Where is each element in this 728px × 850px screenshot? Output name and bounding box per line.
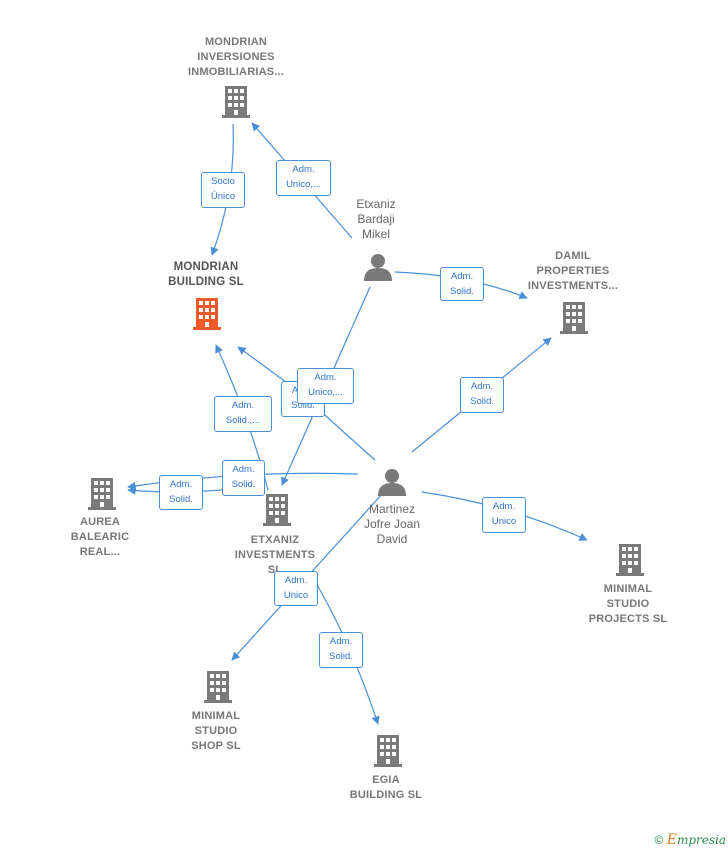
- person-icon: [378, 469, 406, 496]
- edge-label-adm-solid: Adm. Solid.: [440, 267, 484, 301]
- person-icon: [364, 254, 392, 281]
- copyright-icon: ©: [654, 833, 664, 847]
- edge-label-adm-unico: Adm. Unico: [274, 571, 318, 606]
- person-label-etxaniz[interactable]: Etxaniz Bardaji Mikel: [356, 197, 396, 241]
- building-icon: [560, 302, 588, 334]
- edge-label-adm-unico: Adm. Unico: [482, 497, 526, 533]
- building-icon: [222, 86, 250, 118]
- brand-initial: E: [666, 832, 677, 848]
- edge-label-adm-unico: Adm. Unico,...: [276, 160, 331, 196]
- company-label-damil[interactable]: DAMIL PROPERTIES INVESTMENTS...: [527, 250, 619, 292]
- company-label-etxaniz-investments[interactable]: ETXANIZ INVESTMENTS SL: [234, 534, 316, 576]
- company-label-minimal-projects[interactable]: MINIMAL STUDIO PROJECTS SL: [588, 583, 668, 625]
- building-icon: [616, 544, 644, 576]
- edge-label-adm-solid-dots: Adm. Solid.,...: [214, 396, 272, 432]
- edge-label-socio-unico: Socio Único: [201, 172, 245, 208]
- brand-name: mpresia: [676, 833, 726, 847]
- company-label-mondrian-building[interactable]: MONDRIAN BUILDING SL: [168, 261, 244, 288]
- building-icon: [88, 478, 116, 510]
- company-label-aurea[interactable]: AUREA BALEARIC REAL...: [70, 516, 130, 558]
- company-label-minimal-shop[interactable]: MINIMAL STUDIO SHOP SL: [191, 710, 241, 752]
- edge-label-adm-solid: Adm. Solid.: [460, 377, 504, 413]
- edge-label-adm-solid: Adm. Solid.: [159, 475, 203, 510]
- edge-label-adm-solid: Adm. Solid.: [222, 460, 265, 496]
- edge-label-adm-unico: Adm. Unico,...: [297, 368, 354, 404]
- building-icon: [204, 671, 232, 703]
- footer-credit: © Empresia: [655, 832, 726, 848]
- person-label-martinez[interactable]: Martinez Jofre Joan David: [363, 502, 421, 546]
- edge-label-adm-solid: Adm. Solid.: [319, 632, 363, 668]
- company-label-mondrian-inversiones[interactable]: MONDRIAN INVERSIONES INMOBILIARIAS...: [187, 36, 285, 78]
- company-label-egia[interactable]: EGIA BUILDING SL: [349, 774, 423, 801]
- building-icon-main: [193, 298, 221, 330]
- building-icon: [263, 494, 291, 526]
- building-icon: [374, 735, 402, 767]
